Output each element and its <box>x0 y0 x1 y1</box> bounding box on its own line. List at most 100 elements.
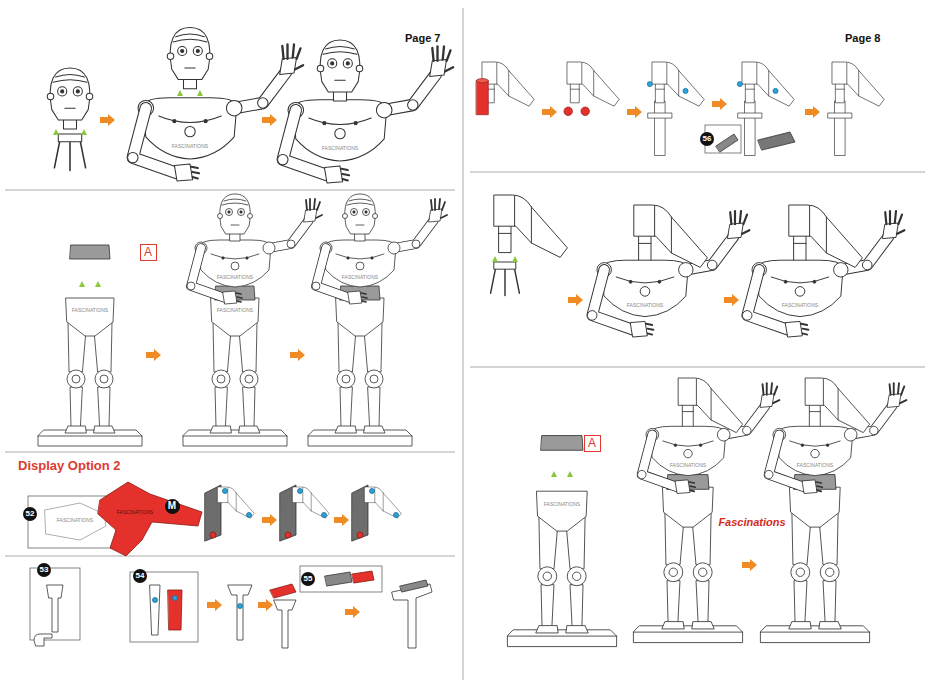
line-art <box>647 329 653 330</box>
line-art <box>828 113 852 118</box>
line-art <box>337 370 355 388</box>
part-frame <box>300 566 382 592</box>
legs-assembly <box>507 436 616 647</box>
line-art <box>352 571 374 583</box>
line-art <box>658 280 661 283</box>
line-art <box>543 572 551 580</box>
node-text: 54 <box>136 572 145 580</box>
line-art <box>802 333 807 334</box>
line-art <box>384 74 436 110</box>
line-art <box>370 489 375 494</box>
line-art <box>581 107 590 116</box>
line-art <box>356 262 364 270</box>
line-art <box>342 375 350 383</box>
step-arrow <box>345 606 360 618</box>
line-art <box>34 634 52 646</box>
line-art <box>684 449 692 457</box>
line-art <box>223 291 237 304</box>
line-art <box>173 120 176 123</box>
line-art <box>811 449 819 457</box>
line-art <box>629 280 632 283</box>
line-art <box>278 154 288 164</box>
line-art <box>335 80 345 81</box>
line-art <box>447 50 451 60</box>
step-arrow <box>334 514 349 526</box>
step-arrow <box>207 599 222 611</box>
line-art <box>343 179 348 180</box>
line-art <box>159 116 221 123</box>
line-art <box>282 46 283 59</box>
insert-marker <box>567 471 573 477</box>
line-art <box>183 430 287 446</box>
line-art <box>801 444 804 447</box>
line-art <box>191 248 225 298</box>
line-art <box>567 62 619 106</box>
droid-head <box>47 68 93 129</box>
line-art <box>897 230 904 234</box>
line-art <box>790 487 840 527</box>
line-art <box>270 584 296 598</box>
line-art <box>362 301 366 302</box>
line-art <box>336 298 384 336</box>
insert-marker <box>53 129 59 135</box>
line-art <box>224 199 246 201</box>
insert-marker <box>197 90 203 96</box>
panel-divider <box>470 172 925 173</box>
line-art <box>295 65 303 69</box>
line-art <box>638 470 646 478</box>
line-art <box>269 220 309 248</box>
callout-number: 52 <box>23 507 37 521</box>
line-art <box>212 370 230 388</box>
line-art <box>368 387 380 427</box>
line-art <box>663 487 713 527</box>
line-art <box>633 632 742 633</box>
line-art <box>515 269 520 293</box>
line-art <box>664 563 683 582</box>
line-art <box>756 63 757 84</box>
line-art <box>794 243 806 244</box>
line-art <box>80 142 85 168</box>
line-art <box>743 426 751 434</box>
line-art <box>86 93 93 100</box>
line-art <box>317 65 324 72</box>
line-art <box>191 248 225 298</box>
line-art <box>885 212 886 224</box>
panel-divider <box>5 556 455 557</box>
line-art <box>312 282 320 290</box>
line-art <box>795 287 805 297</box>
line-art <box>143 98 237 159</box>
line-art <box>531 207 532 243</box>
line-art <box>616 277 674 283</box>
line-art <box>236 293 241 294</box>
line-art <box>870 426 878 434</box>
line-art <box>343 214 348 219</box>
line-art <box>324 166 342 183</box>
callout-number: 53 <box>37 563 51 577</box>
page-number: Page 7 <box>405 33 440 44</box>
line-art <box>683 411 694 412</box>
line-art <box>699 568 707 576</box>
line-art <box>373 214 378 219</box>
line-art <box>308 430 412 446</box>
node-text: 56 <box>703 135 712 143</box>
line-art <box>341 169 348 170</box>
line-art <box>817 490 821 491</box>
line-art <box>45 503 106 540</box>
line-art <box>356 225 364 226</box>
line-art <box>297 48 301 58</box>
panel-divider <box>5 190 455 191</box>
line-art <box>247 513 252 518</box>
line-art <box>100 375 108 383</box>
line-art <box>507 636 616 637</box>
line-art <box>293 487 330 518</box>
line-art <box>193 177 198 178</box>
line-art <box>222 257 224 259</box>
line-art <box>711 389 712 421</box>
line-art <box>699 444 702 447</box>
step-arrow <box>262 114 277 126</box>
line-art <box>394 220 434 248</box>
line-art <box>573 572 581 580</box>
line-art <box>898 383 899 394</box>
line-art <box>324 240 396 287</box>
